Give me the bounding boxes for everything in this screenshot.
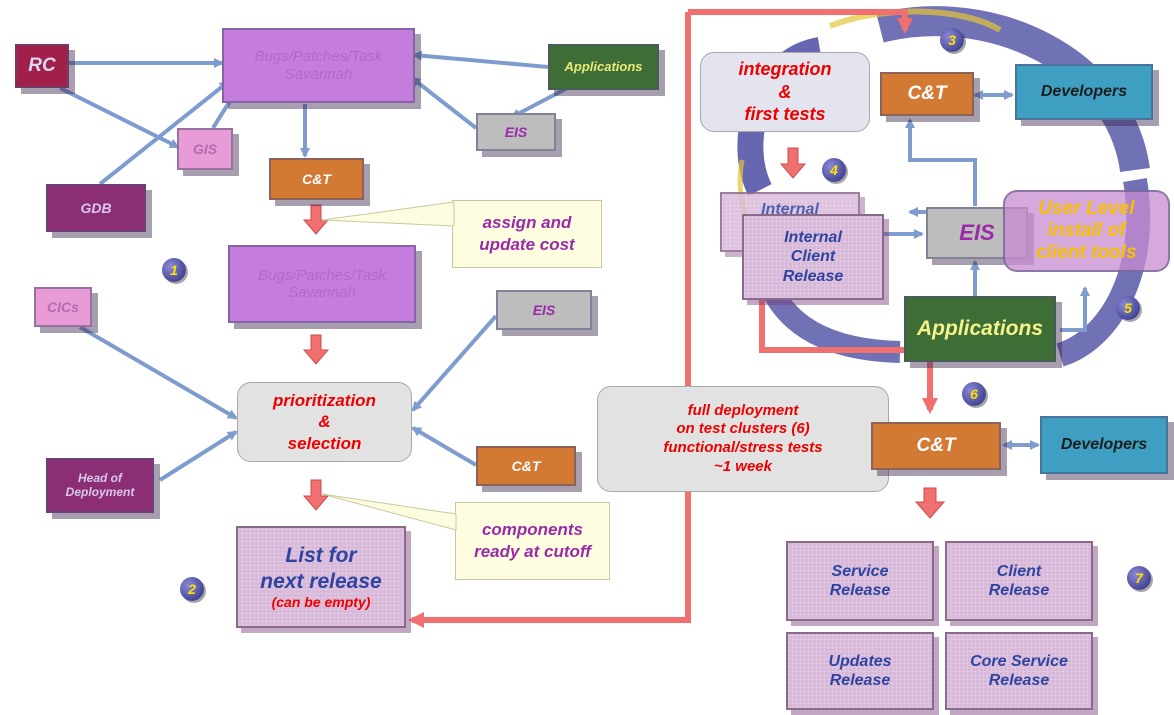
arrow-head-prioritization	[158, 430, 238, 482]
savannah-top-label: Bugs/Patches/Task Savannah	[254, 48, 383, 83]
core-service-release-label: Core Service Release	[970, 652, 1068, 689]
gdb-label: GDB	[80, 199, 112, 216]
user-level-box[interactable]: User Level install of client tools	[1003, 190, 1170, 272]
step-badge-3: 3	[940, 28, 964, 52]
deployment-line-4: ~1 week	[714, 457, 772, 475]
ct-bottom-box[interactable]: C&T	[871, 422, 1001, 470]
applications-loop-box[interactable]: Applications	[904, 296, 1056, 362]
service-release-label: Service Release	[829, 562, 891, 599]
client-release-label: Client Release	[988, 562, 1050, 599]
developers-bottom-label: Developers	[1060, 435, 1148, 453]
arrow-cics-prioritization	[78, 325, 238, 420]
ct-bottom-label: C&T	[916, 435, 956, 457]
ct-top-label: C&T	[302, 170, 331, 187]
arrow-eis-ct-loop-b	[905, 118, 977, 206]
arrow-eis-savannah	[410, 76, 478, 130]
developers-bottom-box[interactable]: Developers	[1040, 416, 1168, 474]
ct-top-box[interactable]: C&T	[269, 158, 364, 200]
arrow-gdb-savannah	[98, 80, 230, 186]
step-badge-2: 2	[180, 577, 204, 601]
integration-line-1: integration	[738, 59, 832, 80]
client-release-doc[interactable]: Client Release	[945, 541, 1093, 621]
head-of-deployment-label: Head of Deployment	[65, 470, 135, 499]
prioritization-box[interactable]: prioritization & selection	[237, 382, 412, 462]
ct-loop-label: C&T	[907, 83, 947, 105]
ct-loop-box[interactable]: C&T	[880, 72, 974, 116]
developers-loop-box[interactable]: Developers	[1015, 64, 1153, 120]
list-line-1: List for	[285, 544, 357, 568]
core-service-release-doc[interactable]: Core Service Release	[945, 632, 1093, 710]
internal-client-release-label: Internal Client Release	[782, 229, 844, 285]
updates-release-label: Updates Release	[828, 652, 892, 689]
internal-client-release-doc[interactable]: Internal Client Release	[742, 214, 884, 300]
step-badge-4: 4	[822, 158, 846, 182]
savannah-top-box[interactable]: Bugs/Patches/Task Savannah	[222, 28, 415, 103]
step-badge-6: 6	[962, 382, 986, 406]
updates-release-doc[interactable]: Updates Release	[786, 632, 934, 710]
arrow-red-ct-releases	[914, 487, 946, 519]
arrow-red-prioritization-list	[302, 479, 330, 511]
savannah-mid-label: Bugs/Patches/Task Savannah	[258, 266, 386, 301]
prioritization-line-1: prioritization	[273, 391, 376, 411]
deployment-line-1: full deployment	[687, 401, 799, 419]
ct-mid-label: C&T	[511, 457, 541, 474]
integration-line-3: first tests	[744, 104, 826, 125]
step-badge-5: 5	[1116, 296, 1140, 320]
components-note: components ready at cutoff	[455, 502, 610, 580]
eis-top-label: EIS	[504, 123, 528, 140]
eis-mid-box[interactable]: EIS	[496, 290, 592, 330]
gis-label: GIS	[192, 140, 218, 157]
red-flow	[302, 147, 946, 519]
cics-label: CICs	[47, 298, 79, 315]
arrow-ct-prioritization	[411, 426, 478, 467]
head-of-deployment-box[interactable]: Head of Deployment	[46, 458, 154, 513]
assign-note-pointer	[322, 201, 455, 227]
eis-top-box[interactable]: EIS	[476, 113, 556, 151]
arrow-red-savannah-prioritization	[302, 334, 330, 365]
red-feedback-line	[408, 9, 938, 628]
rc-label: RC	[28, 55, 56, 77]
eis-loop-label: EIS	[959, 220, 995, 246]
components-note-text: components ready at cutoff	[474, 519, 591, 561]
deployment-box[interactable]: full deployment on test clusters (6) fun…	[597, 386, 889, 492]
arrow-red-ct-savannah	[302, 204, 330, 235]
applications-top-label: Applications	[564, 58, 643, 74]
gdb-box[interactable]: GDB	[46, 184, 146, 232]
step-badge-7: 7	[1127, 566, 1151, 590]
arrow-apps-userlevel	[1060, 286, 1090, 332]
applications-top-box[interactable]: Applications	[548, 44, 659, 90]
gis-box[interactable]: GIS	[177, 128, 233, 170]
developers-loop-label: Developers	[1040, 82, 1128, 100]
applications-loop-label: Applications	[916, 316, 1043, 340]
deployment-line-3: functional/stress tests	[663, 439, 823, 456]
prioritization-line-2: &	[318, 412, 331, 432]
rc-box[interactable]: RC	[15, 44, 69, 88]
list-line-3: (can be empty)	[271, 593, 371, 610]
assign-note-text: assign and update cost	[479, 212, 575, 254]
components-note-pointer	[322, 493, 457, 531]
integration-box[interactable]: integration & first tests	[700, 52, 870, 132]
ct-mid-box[interactable]: C&T	[476, 446, 576, 486]
list-line-2: next release	[260, 569, 382, 593]
step-badge-1: 1	[162, 258, 186, 282]
arrow-apps-savannah	[412, 50, 549, 69]
savannah-mid-box[interactable]: Bugs/Patches/Task Savannah	[228, 245, 416, 323]
assign-note: assign and update cost	[452, 200, 602, 268]
list-next-release-doc[interactable]: List for next release (can be empty)	[236, 526, 406, 628]
service-release-doc[interactable]: Service Release	[786, 541, 934, 621]
eis-mid-label: EIS	[532, 301, 556, 318]
arrow-red-integration-internal	[779, 147, 807, 179]
internal-ghost-label: Internal	[761, 201, 819, 218]
deployment-line-2: on test clusters (6)	[676, 420, 810, 438]
integration-line-2: &	[778, 81, 792, 102]
arrow-eis-prioritization	[411, 314, 498, 412]
prioritization-line-3: selection	[287, 433, 362, 453]
user-level-label: User Level install of client tools	[1036, 198, 1137, 263]
cics-box[interactable]: CICs	[34, 287, 92, 327]
